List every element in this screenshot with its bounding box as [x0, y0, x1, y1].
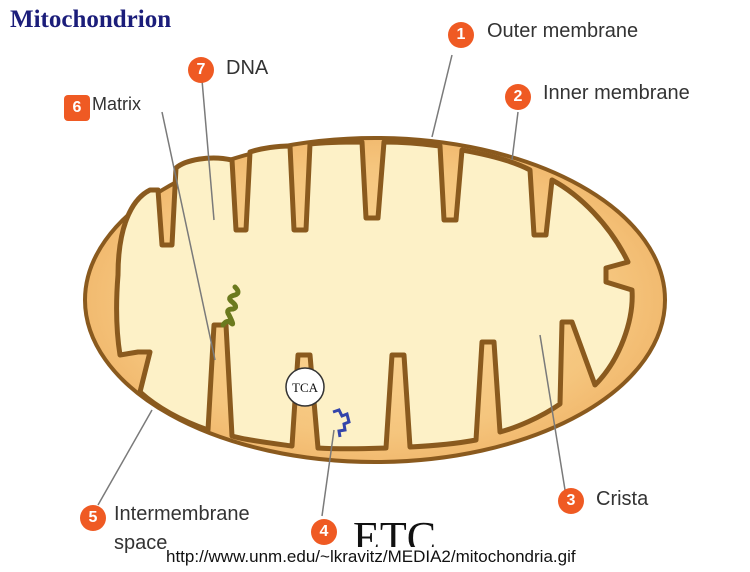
tca-circle — [285, 367, 325, 407]
leader-outer — [431, 54, 453, 138]
leader-crista — [539, 334, 567, 497]
badge-5: 5 — [80, 505, 106, 531]
inner-membrane-matrix — [114, 139, 635, 452]
badge-3: 3 — [558, 488, 584, 514]
leader-etc — [321, 429, 335, 517]
badge-4: 4 — [311, 519, 337, 545]
leader-matrix — [161, 111, 216, 361]
badge-7: 7 — [188, 57, 214, 83]
page-title: Mitochondrion — [10, 6, 172, 33]
label-matrix: Matrix — [92, 94, 141, 114]
label-intermembrane: Intermembrane — [114, 503, 250, 525]
etc-chain — [332, 408, 351, 438]
source-url: http://www.unm.edu/~lkravitz/MEDIA2/mito… — [166, 547, 576, 567]
dna-strand — [220, 284, 241, 328]
label-inner-membrane: Inner membrane — [543, 82, 690, 104]
leader-inter — [97, 409, 153, 506]
label-dna: DNA — [226, 57, 269, 79]
badge-6: 6 — [64, 95, 90, 121]
badge-2: 2 — [505, 84, 531, 110]
badge-1: 1 — [448, 22, 474, 48]
tca-label: TCA — [292, 380, 319, 395]
leader-dna — [201, 79, 215, 221]
label-crista: Crista — [596, 488, 649, 510]
leader-inner — [511, 111, 519, 161]
label-intermembrane-space: space — [114, 532, 168, 554]
label-outer-membrane: Outer membrane — [487, 20, 639, 42]
leader-lines — [97, 54, 567, 517]
